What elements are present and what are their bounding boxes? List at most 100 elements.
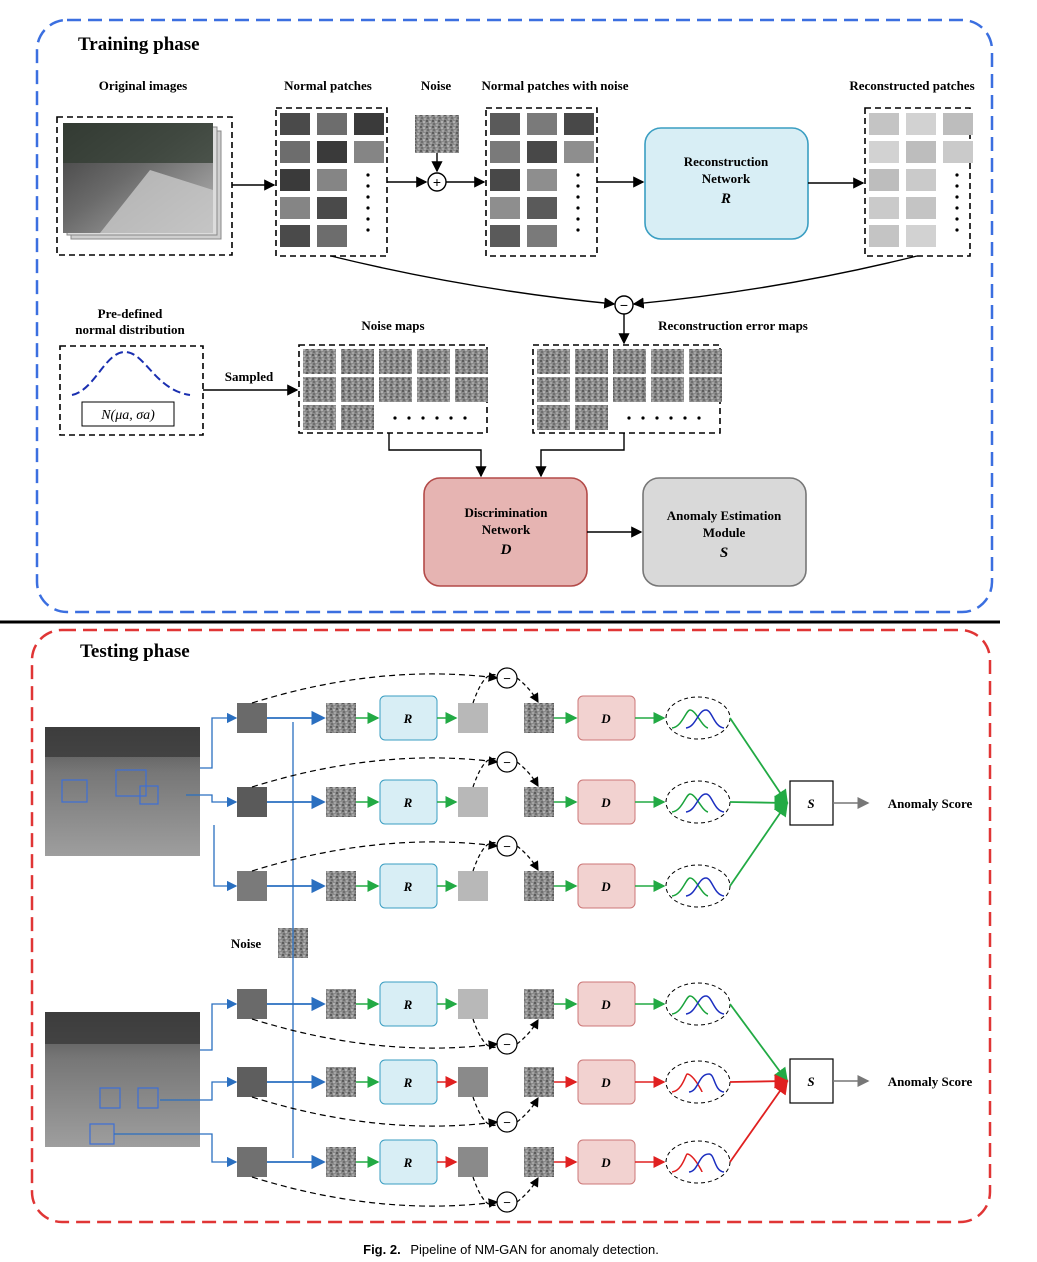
- distribution-frame: [59, 345, 204, 436]
- ellipsis-dot: [576, 206, 580, 210]
- caption-prefix: Fig. 2.: [363, 1242, 401, 1257]
- test-r-symbol: R: [403, 795, 413, 810]
- reference-distribution-curve: [688, 1153, 725, 1173]
- map-tile: [417, 349, 450, 374]
- arrow-to-score-module: [729, 717, 789, 805]
- distribution-formula: N(μa, σa): [100, 408, 155, 423]
- dashed-recon-to-subtract: [472, 674, 499, 704]
- patch-tile: [317, 197, 347, 219]
- crop-connector: [200, 998, 238, 1051]
- arrow-patches-to-subtract: [330, 255, 616, 309]
- recon-crop: [458, 1147, 488, 1177]
- noisy-crop: [326, 1067, 356, 1097]
- error-map-crop: [524, 1147, 554, 1177]
- reference-distribution-curve: [685, 995, 725, 1015]
- map-tile: [455, 349, 488, 374]
- map-tile: [303, 377, 336, 402]
- dashed-recon-to-subtract: [472, 1096, 499, 1126]
- original-images-stack: [63, 123, 222, 240]
- recon-crop: [458, 703, 488, 733]
- ellipsis-dot: [697, 416, 701, 420]
- noise-maps-grid: [303, 349, 488, 430]
- arrow-recon-to-subtract: [632, 255, 918, 309]
- normal-distribution-curve: [71, 350, 191, 396]
- reconstruction-network-symbol: R: [720, 191, 731, 207]
- ellipsis-dot: [576, 184, 580, 188]
- map-tile: [689, 377, 722, 402]
- figure-caption: Fig. 2. Pipeline of NM-GAN for anomaly d…: [363, 1242, 659, 1257]
- test-d-symbol: D: [600, 997, 611, 1012]
- reference-distribution-curve: [685, 709, 725, 729]
- dashed-recon-to-subtract: [472, 842, 499, 872]
- arrow-to-score-module: [729, 1079, 789, 1163]
- map-tile: [379, 349, 412, 374]
- discrimination-network-symbol: D: [500, 542, 512, 558]
- test-d-symbol: D: [600, 711, 611, 726]
- normal-patches-grid: [280, 113, 384, 247]
- ellipsis-dot: [407, 416, 411, 420]
- test-s-box: [789, 780, 834, 826]
- recon-crop: [458, 787, 488, 817]
- dashed-input-to-subtract: [251, 1096, 499, 1128]
- input-crop: [237, 989, 267, 1019]
- ellipsis-dot: [955, 195, 959, 199]
- patch-tile: [354, 141, 384, 163]
- label-error-maps: Reconstruction error maps: [658, 318, 808, 333]
- dashed-subtract-to-error: [516, 1018, 539, 1045]
- dashed-subtract-to-error: [516, 845, 539, 872]
- reference-distribution-curve: [688, 1073, 725, 1093]
- estimated-distribution-curve: [671, 1153, 703, 1173]
- label-sampled: Sampled: [225, 369, 274, 384]
- patch-tile: [354, 113, 384, 135]
- test-subtract-symbol: −: [503, 1115, 511, 1130]
- error-map-crop: [524, 871, 554, 901]
- crop-connector: [114, 1133, 238, 1168]
- dashed-subtract-to-error: [516, 677, 539, 704]
- map-tile: [537, 377, 570, 402]
- crop-connector: [160, 1076, 238, 1101]
- discrimination-network-line2: Network: [482, 522, 531, 537]
- dashed-input-to-subtract: [251, 756, 499, 788]
- arrow-to-score-module: [729, 1003, 789, 1083]
- test-subtract-symbol: −: [503, 755, 511, 770]
- ellipsis-dot: [655, 416, 659, 420]
- recon-crop: [458, 871, 488, 901]
- patch-tile: [317, 169, 347, 191]
- estimated-distribution-curve: [671, 709, 709, 729]
- patch-tile: [490, 169, 520, 191]
- patch-tile: [906, 225, 936, 247]
- test-subtract-symbol: −: [503, 839, 511, 854]
- distribution-formula-box: [81, 401, 175, 427]
- test-r-symbol: R: [403, 1075, 413, 1090]
- ellipsis-dot: [576, 228, 580, 232]
- test-subtract-symbol: −: [503, 1037, 511, 1052]
- ellipsis-dot: [955, 173, 959, 177]
- ellipsis-dot: [435, 416, 439, 420]
- patch-tile: [869, 113, 899, 135]
- training-phase-panel: Training phase Original images Normal pa…: [35, 18, 994, 614]
- input-crop: [237, 871, 267, 901]
- map-tile: [417, 377, 450, 402]
- anomaly-module-line1: Anomaly Estimation: [667, 508, 782, 523]
- patch-tile: [906, 113, 936, 135]
- noisy-crop: [326, 1147, 356, 1177]
- reconstruction-network-line2: Network: [702, 171, 751, 186]
- input-crop: [237, 787, 267, 817]
- patch-tile: [869, 169, 899, 191]
- test-r-symbol: R: [403, 1155, 413, 1170]
- patch-tile: [280, 197, 310, 219]
- ellipsis-dot: [641, 416, 645, 420]
- patch-tile: [564, 141, 594, 163]
- ellipsis-dot: [576, 195, 580, 199]
- ellipsis-dot: [366, 184, 370, 188]
- distribution-comparison: [665, 1140, 731, 1184]
- dashed-recon-to-subtract: [472, 1018, 499, 1048]
- patch-tile: [490, 197, 520, 219]
- ellipsis-dot: [421, 416, 425, 420]
- estimated-distribution-curve: [671, 877, 709, 897]
- map-tile: [651, 349, 684, 374]
- anomaly-score-label: Anomaly Score: [888, 1074, 973, 1089]
- recon-crop: [458, 1067, 488, 1097]
